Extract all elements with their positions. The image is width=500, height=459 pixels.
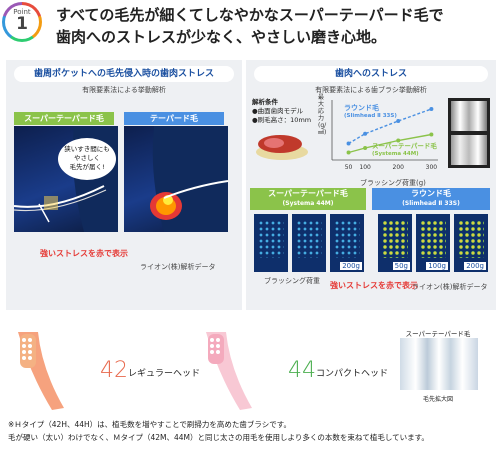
round-tile-200-label: 200g [464, 262, 486, 270]
chart-x-tick-2: 200 [393, 164, 405, 171]
product-44-number: 44 [288, 358, 316, 383]
chart-x-label: ブラッシング荷重(g) [360, 179, 426, 187]
chart-point-1-3 [429, 132, 434, 137]
left-panel-title: 歯周ポケットへの毛先侵入時の歯肉ストレス [14, 66, 234, 82]
bristle-photo-super [451, 135, 487, 165]
legend-super-sub: (Systema 44M) [372, 151, 419, 157]
legend-super: スーパーテーパード毛 (Systema 44M) [372, 142, 437, 158]
brush-load-label: ブラッシング荷重 [264, 277, 320, 285]
bristle-closeup-image [400, 338, 478, 390]
chart-point-1-2 [396, 138, 401, 143]
headline-line-1: すべての毛先が細くてしなやかなスーパーテーパード毛で [56, 6, 444, 24]
right-stress-note: 強いストレスを赤で表示 [330, 281, 418, 290]
round-box-name: ラウンド毛 [411, 189, 451, 198]
bristle-caption: 毛先拡大図 [422, 396, 453, 403]
product-44-label: コンパクトヘッド [316, 369, 389, 379]
round-box-sub: (Slimhead Ⅱ 33S) [402, 200, 460, 207]
super-box-sub: (Systema 44M) [282, 200, 334, 207]
chart-x-tick-3: 300 [426, 164, 438, 171]
chart-point-0-1 [363, 131, 368, 136]
point-badge-word: Point [13, 8, 31, 16]
headline: すべての毛先が細くてしなやかなスーパーテーパード毛で 歯肉へのストレスが少なく、… [56, 4, 496, 48]
left-panel-subtitle: 有限要素法による挙動解析 [82, 86, 166, 94]
product-42-label: レギュラーヘッド [128, 369, 201, 379]
right-credit: ライオン(株)解析データ [412, 283, 488, 291]
chart-point-1-1 [363, 146, 368, 150]
super-box-name: スーパーテーパード毛 [268, 189, 348, 198]
toothbrush-44-illustration [206, 332, 252, 410]
chart-series-line-0 [348, 108, 432, 145]
bristle-title: スーパーテーパード毛 [405, 330, 471, 338]
chart-x-tick-0: 50 [345, 164, 353, 171]
point-badge-number: 1 [16, 14, 28, 34]
point-badge: Point 1 [2, 2, 42, 42]
callout-bubble: 狭いすき間にも やさしく 毛先が届く! [58, 138, 116, 180]
analysis-condition-2: ●刷毛高さ：10mm [252, 116, 312, 124]
stress-chart: 50 100 200 300 [331, 100, 438, 171]
round-tile-50: 50g [378, 214, 412, 272]
analysis-condition-1: ●曲面歯肉モデル [252, 107, 304, 115]
callout-line-2: やさしく [74, 154, 100, 162]
headline-line-2: 歯肉へのストレスが少なく、やさしい磨き心地。 [56, 28, 387, 46]
chart-y-label: 最大応力(g/㎟) [318, 94, 327, 136]
gum-model-illustration [256, 135, 308, 160]
chart-point-0-0 [346, 141, 351, 146]
chart-series-line-1 [348, 133, 432, 154]
legend-round-name: ラウンド毛 [344, 104, 379, 112]
point-badge-inner: Point 1 [5, 5, 39, 39]
simulation-tapered-graphic [150, 126, 228, 232]
chart-x-tick-1: 100 [359, 164, 371, 171]
round-box-title: ラウンド毛 (Slimhead Ⅱ 33S) [372, 188, 490, 210]
footnote: ※Ｈタイプ（42H、44H）は、植毛数を増やすことで刷掃力を高めた歯ブラシです。… [8, 418, 494, 444]
round-tile-100: 100g [416, 214, 450, 272]
left-stress-note: 強いストレスを赤で表示 [40, 249, 128, 258]
label-tapered: テーパード毛 [124, 112, 224, 125]
legend-round-sub: (Slimhead Ⅱ 33S) [344, 113, 397, 119]
right-panel-subtitle: 有限要素法による歯ブラシ挙動解析 [315, 86, 427, 94]
legend-round: ラウンド毛 (Slimhead Ⅱ 33S) [344, 104, 397, 120]
legend-super-name: スーパーテーパード毛 [372, 142, 437, 150]
bristle-photos [448, 98, 490, 168]
simulation-tapered [124, 126, 228, 232]
footnote-line-1: ※Ｈタイプ（42H、44H）は、植毛数を増やすことで刷掃力を高めた歯ブラシです。 [8, 420, 292, 429]
right-panel-title: 歯肉へのストレス [254, 66, 488, 82]
chart-point-0-2 [396, 119, 401, 123]
round-tile-200: 200g [454, 214, 488, 272]
chart-point-1-0 [346, 150, 351, 155]
label-super-tapered: スーパーテーパード毛 [14, 112, 114, 125]
bristle-photo-round [451, 101, 487, 131]
left-credit: ライオン(株)解析データ [140, 263, 216, 271]
callout-line-1: 狭いすき間にも [64, 145, 110, 153]
super-tile-200: 200g [330, 214, 364, 272]
round-tile-50-label: 50g [392, 262, 410, 270]
super-tile-100 [292, 214, 326, 272]
toothbrush-42-illustration [18, 332, 64, 410]
round-tile-100-label: 100g [426, 262, 448, 270]
analysis-conditions-title: 解析条件 [252, 98, 278, 106]
super-tile-50 [254, 214, 288, 272]
analysis-conditions: 解析条件 ●曲面歯肉モデル ●刷毛高さ：10mm [252, 98, 311, 125]
callout-line-3: 毛先が届く! [69, 163, 105, 171]
super-tile-200-label: 200g [340, 262, 362, 270]
chart-point-0-3 [429, 107, 434, 111]
footnote-line-2: 毛が硬い（太い）わけでなく、Ｍタイプ（42M、44M）と同じ太さの用毛を使用しよ… [8, 433, 429, 442]
product-42-number: 42 [100, 358, 128, 383]
super-tapered-box-title: スーパーテーパード毛 (Systema 44M) [250, 188, 366, 210]
